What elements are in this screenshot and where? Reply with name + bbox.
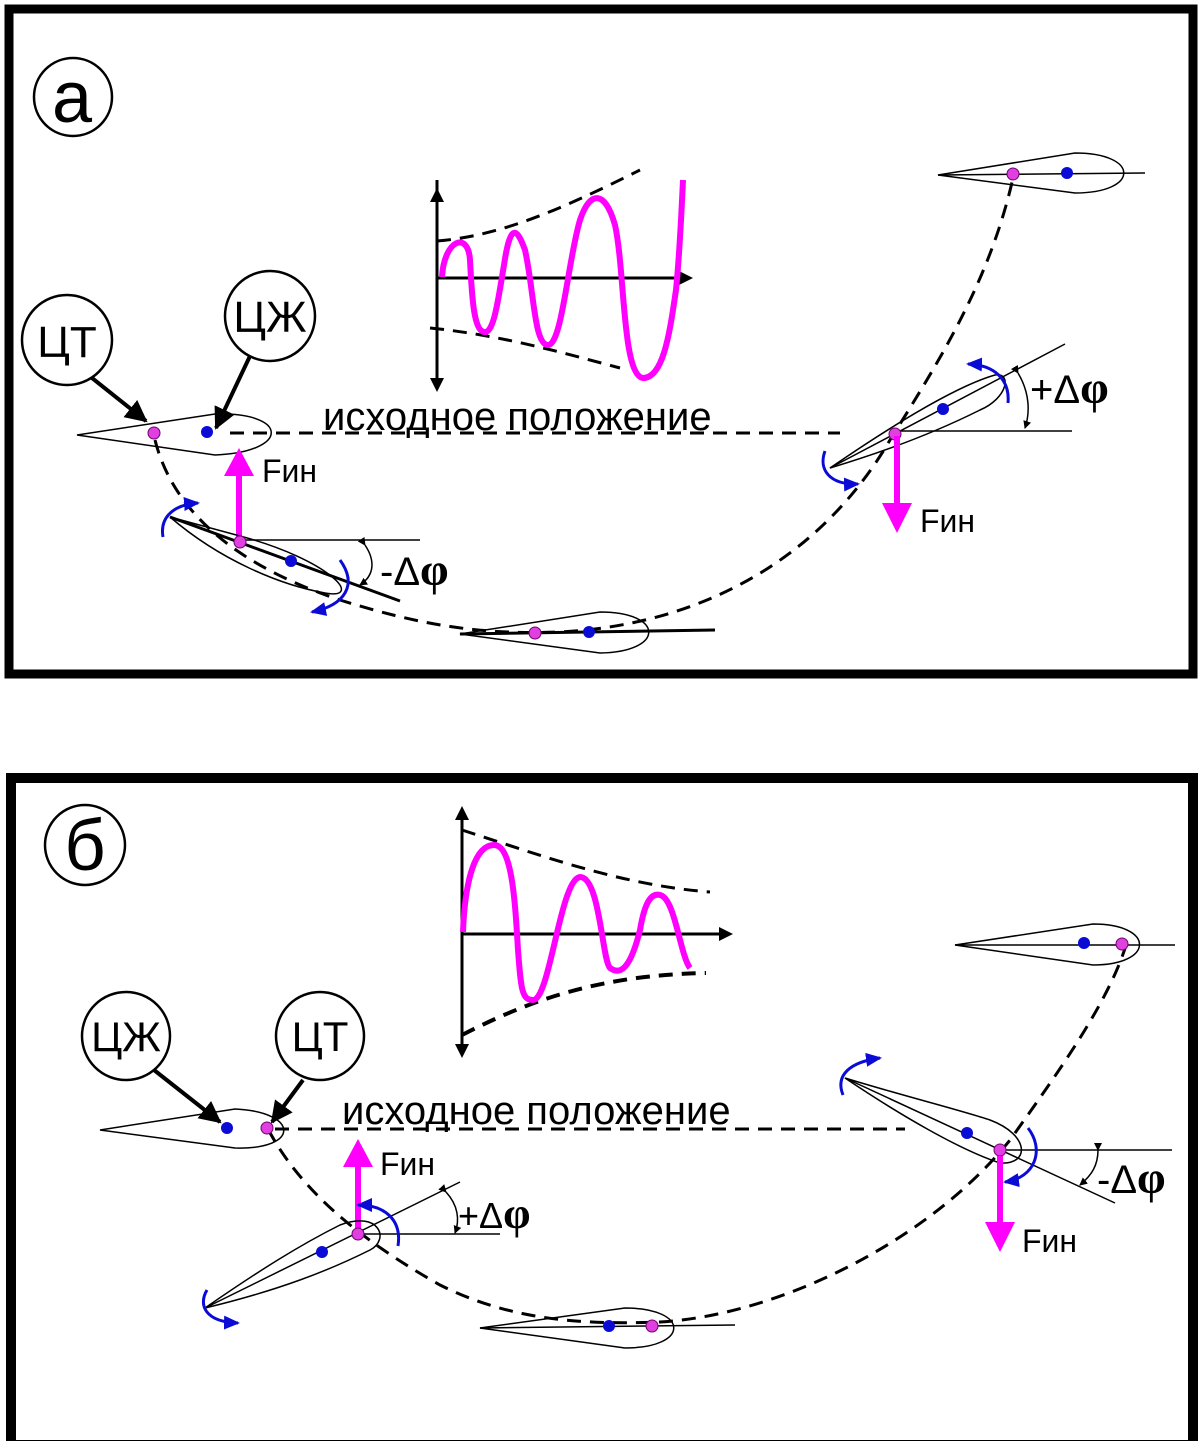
wing-b-up: +Δφ bbox=[201, 1181, 531, 1330]
svg-text:Fин: Fин bbox=[1022, 1223, 1077, 1259]
wing-a-start bbox=[76, 413, 272, 456]
wing-b-top bbox=[954, 923, 1175, 966]
panel-a: а исходное положение ЦТ ЦЖ bbox=[4, 4, 1198, 679]
center-of-stiffness-dot bbox=[583, 626, 595, 638]
angle-label-a-pos: +Δφ bbox=[1030, 362, 1109, 413]
wing-b-bottom bbox=[479, 1307, 736, 1349]
center-of-gravity-dot bbox=[645, 1319, 659, 1333]
svg-text:ЦЖ: ЦЖ bbox=[91, 1013, 161, 1060]
force-arrow-up-icon bbox=[343, 1139, 373, 1167]
angle-label-b-pos: +Δφ bbox=[458, 1189, 531, 1238]
inset-y-arrow-up-icon bbox=[455, 806, 469, 820]
center-of-gravity-dot bbox=[260, 1121, 274, 1135]
inset-x-arrow-icon bbox=[679, 271, 693, 285]
rotation-arrow-icon bbox=[966, 357, 1010, 404]
rotation-arrow-icon bbox=[839, 1052, 882, 1096]
svg-text:ЦЖ: ЦЖ bbox=[233, 293, 307, 342]
inset-y-arrow-down-icon bbox=[430, 378, 444, 392]
center-of-gravity-dot bbox=[528, 626, 542, 640]
force-down-a: Fин bbox=[882, 436, 975, 539]
wing-a-down: -Δφ bbox=[160, 497, 449, 616]
angle-arc-b-pos bbox=[438, 1184, 462, 1234]
panel-b-badge: б bbox=[43, 803, 127, 887]
force-arrow-up-icon bbox=[224, 448, 254, 476]
center-of-gravity-dot bbox=[147, 426, 161, 440]
callout-czh-b: ЦЖ bbox=[80, 990, 222, 1124]
force-down-b: Fин bbox=[985, 1156, 1077, 1259]
inset-lower-envelope bbox=[461, 971, 707, 1037]
callout-ct-b: ЦТ bbox=[270, 990, 366, 1124]
center-of-gravity-dot bbox=[993, 1143, 1007, 1157]
panel-a-trajectory bbox=[153, 177, 1015, 635]
callout-czh-a: ЦЖ bbox=[214, 269, 317, 430]
panel-a-baseline-label: исходное положение bbox=[323, 395, 712, 439]
wing-a-top bbox=[937, 152, 1146, 194]
center-of-stiffness-dot bbox=[937, 403, 949, 415]
wing-b-down: -Δφ bbox=[839, 1052, 1172, 1204]
inset-damped-wave bbox=[460, 841, 693, 1004]
rotation-arrow-icon bbox=[310, 559, 350, 616]
rotation-arrow-icon bbox=[1003, 1127, 1038, 1188]
center-of-stiffness-dot bbox=[1061, 167, 1073, 179]
inset-x-arrow-icon bbox=[719, 927, 733, 941]
force-up-a: Fин bbox=[224, 448, 317, 540]
inset-y-arrow-up-icon bbox=[430, 188, 444, 202]
panel-a-badge-letter: а bbox=[52, 58, 93, 138]
angle-label-b-neg: -Δφ bbox=[1097, 1152, 1166, 1203]
center-of-stiffness-dot bbox=[285, 555, 297, 567]
panel-b-badge-letter: б bbox=[64, 806, 105, 886]
rotation-arrow-icon bbox=[356, 1198, 401, 1247]
angle-arc-a-pos bbox=[1010, 364, 1032, 429]
panel-b-border bbox=[6, 773, 1198, 1441]
center-of-stiffness-dot bbox=[201, 426, 213, 438]
inset-upper-envelope bbox=[436, 168, 641, 243]
rotation-arrow-icon bbox=[821, 450, 860, 492]
callout-ct-a: ЦТ bbox=[20, 293, 148, 423]
rotation-arrow-icon bbox=[160, 497, 200, 538]
center-of-gravity-dot bbox=[351, 1227, 365, 1241]
panel-a-border bbox=[4, 4, 1198, 679]
center-of-gravity-dot bbox=[233, 535, 247, 549]
angle-label-a-neg: -Δφ bbox=[380, 544, 449, 595]
inset-upper-envelope bbox=[461, 828, 711, 894]
panel-a-badge: а bbox=[32, 56, 114, 138]
center-of-stiffness-dot bbox=[603, 1320, 615, 1332]
svg-text:Fин: Fин bbox=[262, 453, 317, 489]
center-of-stiffness-dot bbox=[316, 1246, 328, 1258]
force-arrow-down-icon bbox=[882, 503, 912, 533]
panel-b-baseline-label: исходное положение bbox=[342, 1089, 731, 1133]
panel-a-inset-graph bbox=[429, 168, 693, 392]
center-of-stiffness-dot bbox=[221, 1122, 233, 1134]
inset-y-arrow-down-icon bbox=[455, 1044, 469, 1058]
angle-arc-b-neg bbox=[1079, 1142, 1103, 1186]
rotation-arrow-icon bbox=[201, 1289, 240, 1330]
wing-a-up: +Δφ bbox=[821, 343, 1109, 492]
center-of-gravity-dot bbox=[1006, 167, 1020, 181]
inset-growing-wave bbox=[439, 179, 686, 382]
angle-arc-a-neg bbox=[357, 536, 373, 586]
center-of-stiffness-dot bbox=[1078, 937, 1090, 949]
svg-text:ЦТ: ЦТ bbox=[37, 318, 96, 367]
force-up-b: Fин bbox=[343, 1139, 435, 1233]
svg-text:ЦТ: ЦТ bbox=[292, 1013, 349, 1060]
panel-b-inset-graph bbox=[455, 806, 733, 1058]
wing-b-start bbox=[99, 1108, 285, 1149]
svg-text:Fин: Fин bbox=[380, 1146, 435, 1182]
panel-b: б исходное положение ЦЖ ЦТ bbox=[6, 773, 1198, 1441]
wing-a-bottom bbox=[459, 611, 716, 654]
panel-b-trajectory bbox=[266, 941, 1129, 1325]
center-of-stiffness-dot bbox=[961, 1127, 973, 1139]
force-arrow-down-icon bbox=[985, 1222, 1015, 1252]
center-of-gravity-dot bbox=[1115, 937, 1129, 951]
inset-lower-envelope bbox=[429, 326, 621, 370]
svg-text:Fин: Fин bbox=[920, 503, 975, 539]
